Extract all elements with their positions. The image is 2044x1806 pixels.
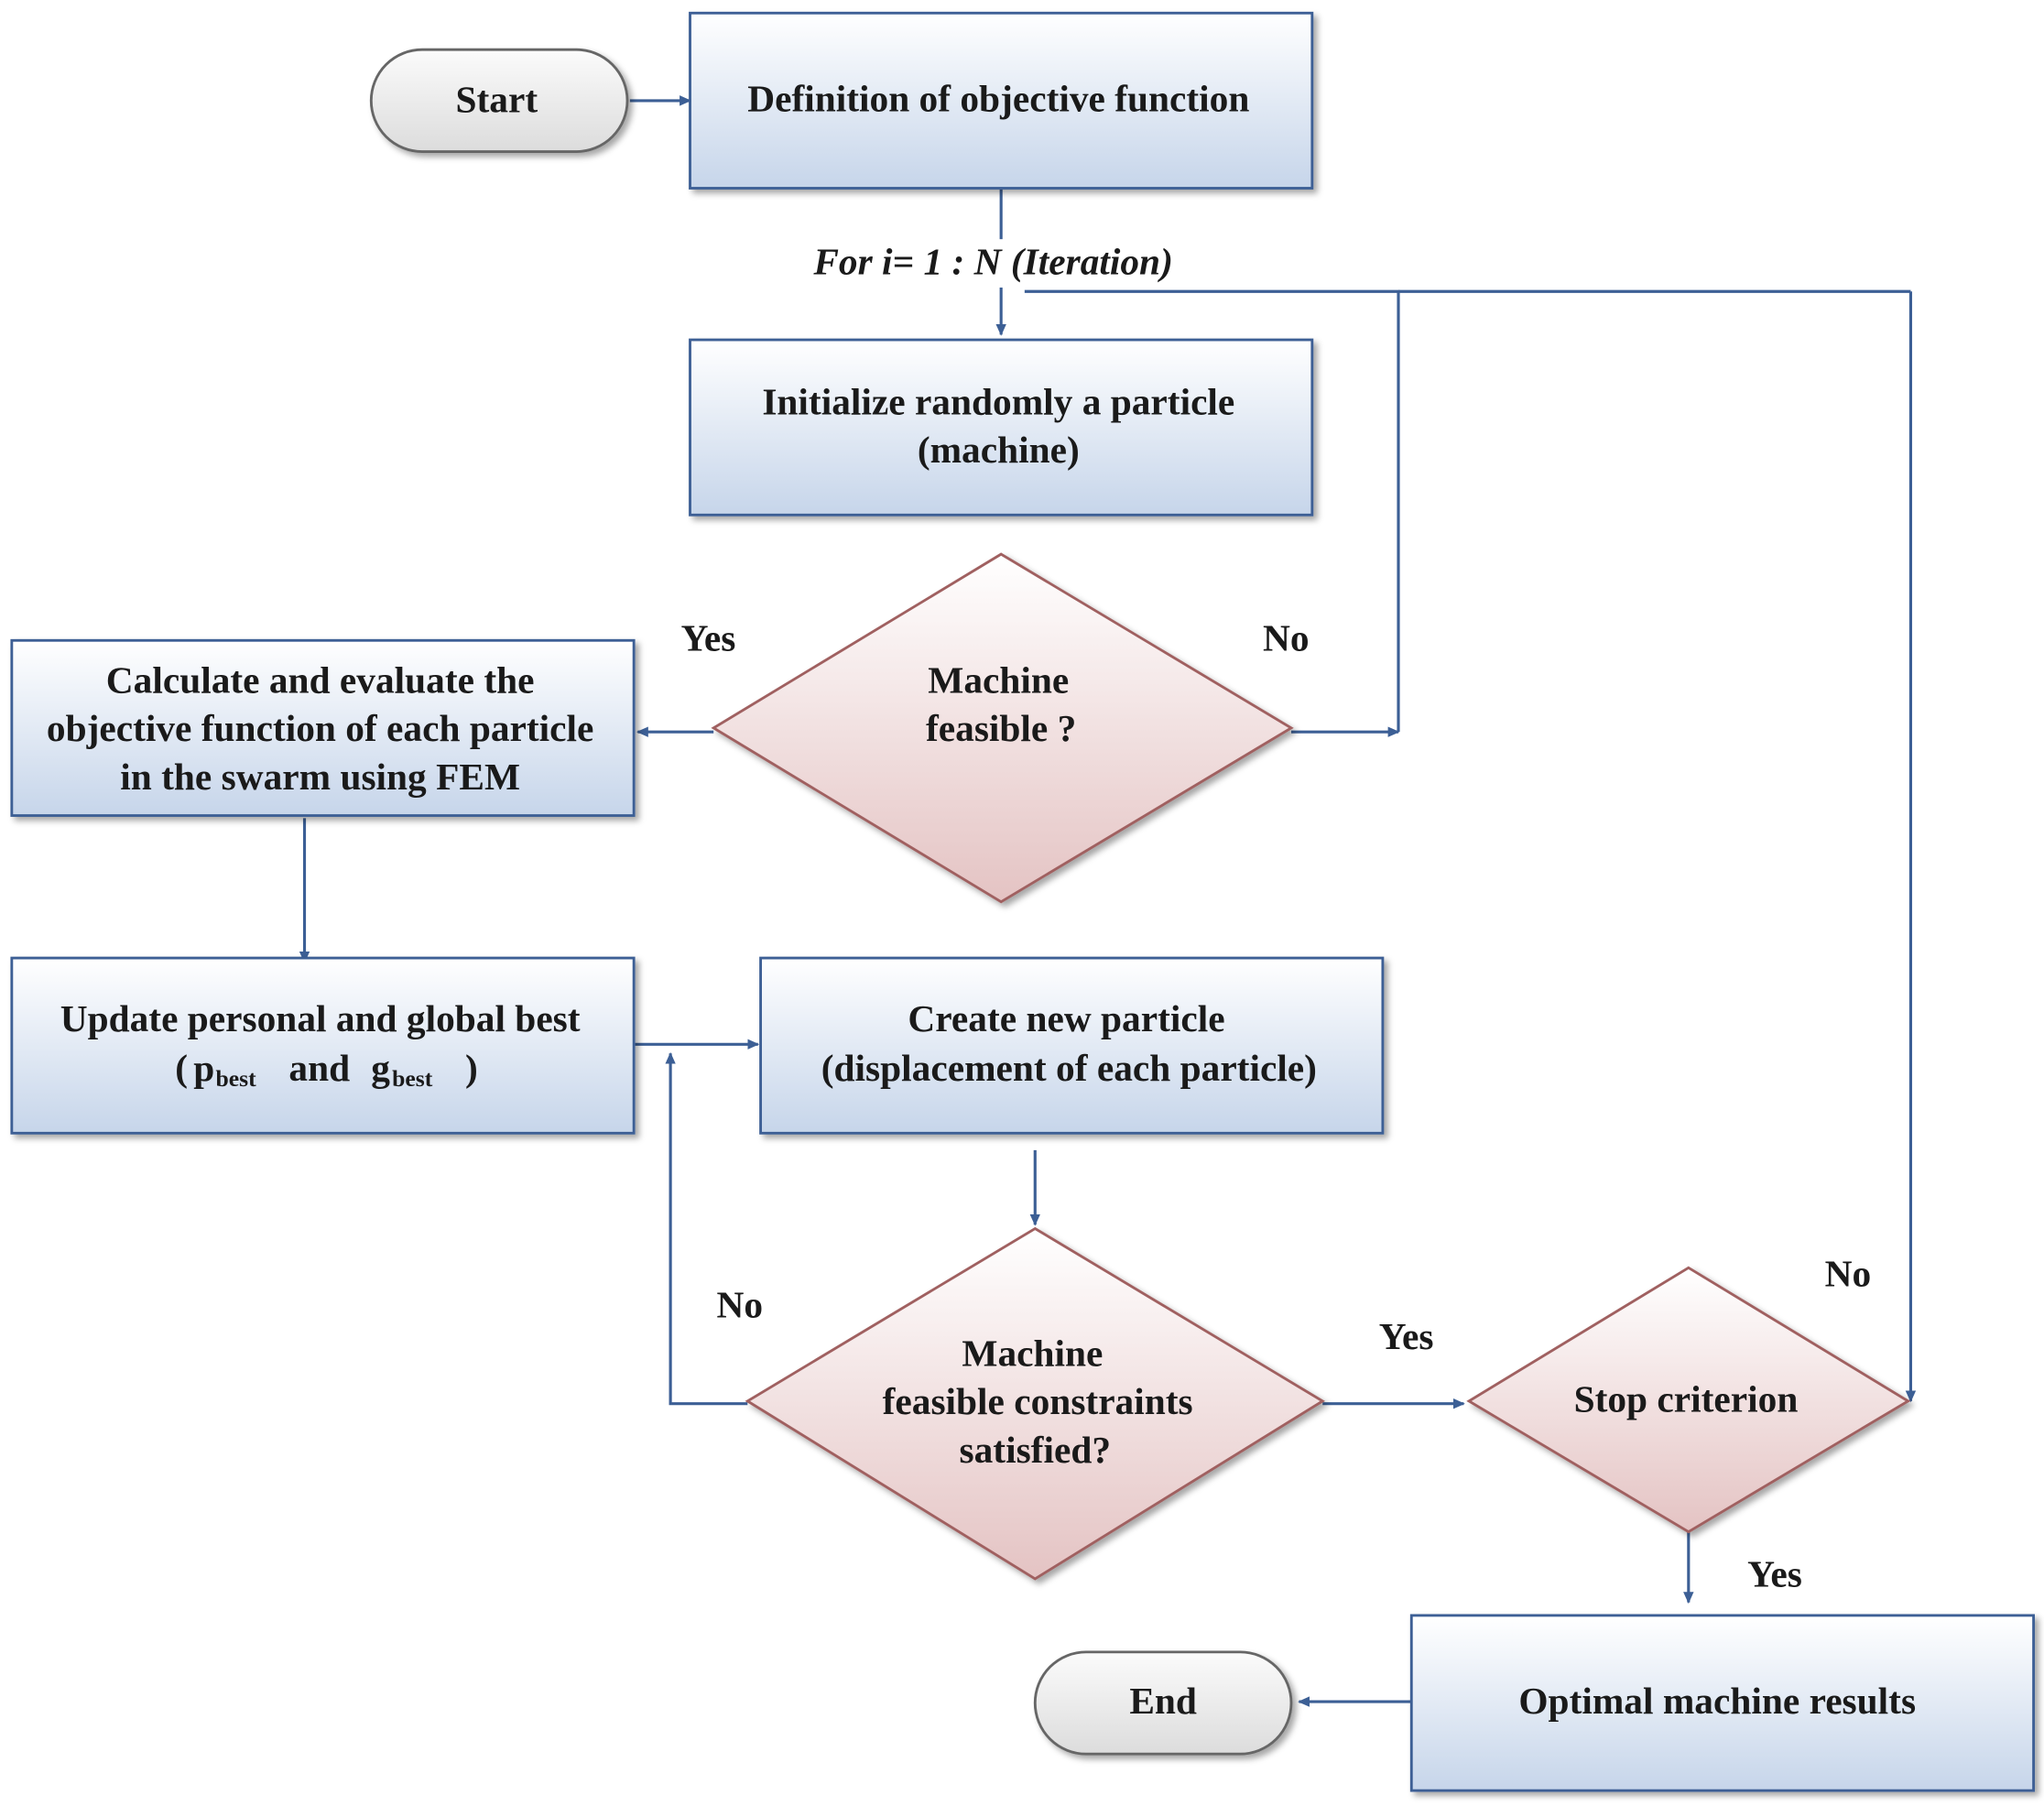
constraints-decision[interactable]: Machine feasible constraints satisfied? xyxy=(745,1226,1325,1581)
create-label-2: (displacement of each particle) xyxy=(821,1047,1317,1090)
constraints-label-1: Machine xyxy=(962,1332,1103,1374)
stop-yes-label: Yes xyxy=(1747,1553,1802,1595)
update-close-paren: ) xyxy=(465,1047,478,1090)
create-label-1: Create new particle xyxy=(908,997,1224,1039)
init-label-2: (machine) xyxy=(918,429,1080,472)
update-label-1: Update personal and global best xyxy=(60,997,581,1039)
init-label-1: Initialize randomly a particle xyxy=(762,380,1234,422)
update-p: p xyxy=(193,1047,214,1089)
feasible-no-label: No xyxy=(1263,617,1310,659)
constraints-no-label: No xyxy=(716,1284,763,1326)
evaluate-label-2: objective function of each particle xyxy=(47,707,594,749)
stop-no-label: No xyxy=(1825,1252,1872,1294)
end-node[interactable]: End xyxy=(1033,1650,1293,1756)
define-node[interactable]: Definition of objective function xyxy=(689,11,1314,190)
feasible-label-1: Machine xyxy=(928,658,1069,701)
init-node[interactable]: Initialize randomly a particle (machine) xyxy=(689,338,1314,517)
feasible-label-2: feasible ? xyxy=(926,707,1076,749)
feasible-decision[interactable]: Machine feasible ? xyxy=(711,552,1294,904)
evaluate-label-3: in the swarm using FEM xyxy=(120,756,520,798)
define-label: Definition of objective function xyxy=(747,77,1249,119)
update-node[interactable]: Update personal and global best ( p best… xyxy=(10,956,636,1135)
evaluate-label-1: Calculate and evaluate the xyxy=(106,658,535,701)
arrow-constraints-no xyxy=(665,1051,748,1406)
end-label: End xyxy=(1129,1680,1197,1722)
evaluate-node[interactable]: Calculate and evaluate the objective fun… xyxy=(10,638,636,817)
create-node[interactable]: Create new particle (displacement of eac… xyxy=(759,956,1385,1135)
constraints-yes-label: Yes xyxy=(1379,1315,1434,1357)
optimal-node[interactable]: Optimal machine results xyxy=(1409,1614,2036,1792)
update-and: and xyxy=(288,1047,350,1089)
update-open-paren: ( xyxy=(175,1047,188,1090)
update-g: g xyxy=(371,1047,390,1089)
optimal-label: Optimal machine results xyxy=(1518,1680,1916,1722)
constraints-label-2: feasible constraints xyxy=(883,1380,1193,1422)
start-node[interactable]: Start xyxy=(369,48,629,153)
constraints-label-3: satisfied? xyxy=(960,1429,1112,1471)
stop-decision[interactable]: Stop criterion xyxy=(1466,1266,1911,1534)
start-label: Start xyxy=(455,79,538,121)
update-p-sub: best xyxy=(215,1065,256,1092)
feasible-yes-label: Yes xyxy=(681,617,736,659)
update-g-sub: best xyxy=(392,1065,433,1092)
stop-label: Stop criterion xyxy=(1574,1377,1799,1420)
loop-label: For i= 1 : N (Iteration) xyxy=(812,241,1173,284)
